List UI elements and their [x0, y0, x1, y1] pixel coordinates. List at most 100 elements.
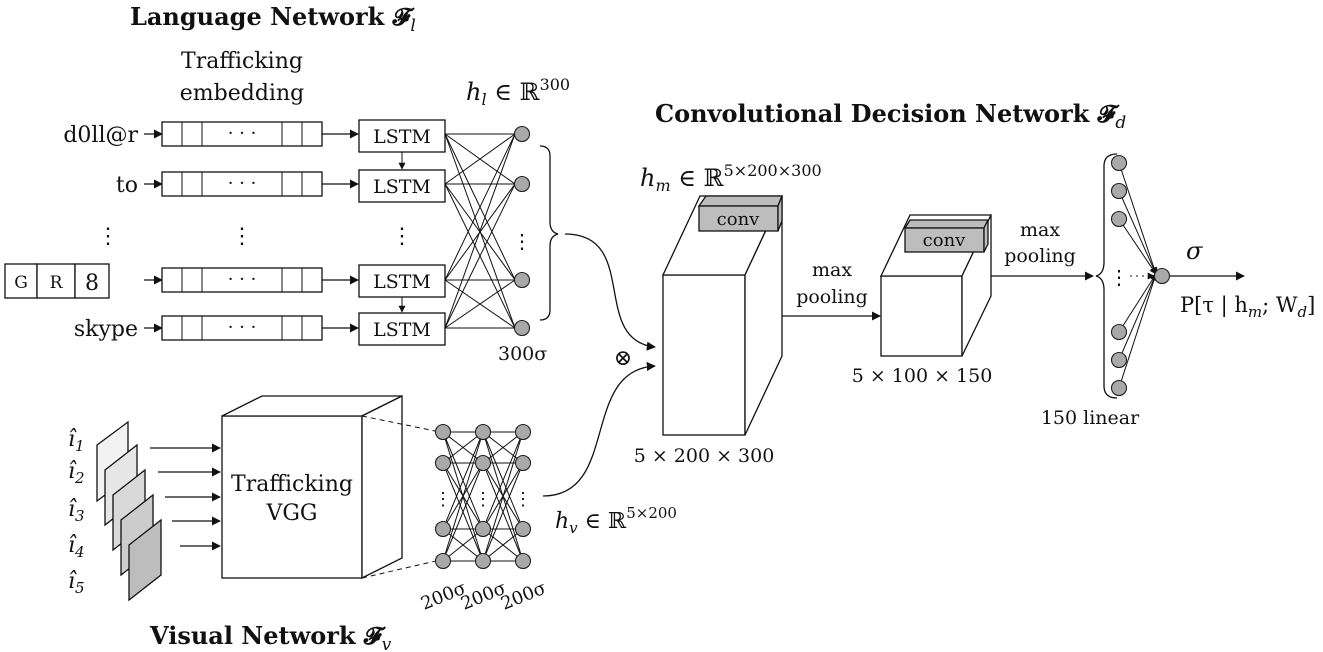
sigma-label: σ	[1186, 237, 1203, 265]
embedding-label-line1: Trafficking	[181, 49, 303, 74]
image-label-2: î2	[68, 459, 85, 487]
visual-node	[434, 520, 452, 538]
hv-label: hv ∈ ℝ5×200	[555, 504, 677, 537]
pool2-line1: max	[1020, 219, 1060, 241]
linear-label: 150 linear	[1041, 407, 1140, 429]
visual-node	[434, 454, 452, 472]
lstm-cell-1: LSTM	[358, 119, 446, 153]
vgg-projection-top	[361, 415, 441, 433]
vis-layer-label-3: 200σ	[498, 578, 549, 615]
vis-vdots-3: ⋮	[514, 489, 532, 510]
embedding-row: · · ·	[161, 171, 323, 197]
hl-nodes	[513, 125, 531, 337]
vgg-label-line1: Trafficking	[231, 472, 353, 497]
embedding-ellipsis: · · ·	[228, 269, 257, 290]
hl-node	[513, 175, 531, 193]
pool1-line1: max	[812, 259, 852, 281]
vis-vdots-2: ⋮	[474, 489, 492, 510]
visual-node	[434, 423, 452, 441]
embedding-ellipsis: · · ·	[228, 173, 257, 194]
visual-mlp-nodes	[434, 423, 532, 570]
embedding-to-lstm-arrows	[322, 129, 359, 333]
svg-text:LSTM: LSTM	[373, 176, 431, 198]
image-labels: î1 î2 î3 î4 î5	[68, 427, 85, 597]
linear-connections	[1118, 162, 1158, 389]
language-to-fusion-curve	[564, 233, 656, 351]
embedding-ellipsis: · · ·	[228, 317, 257, 338]
embedding-row: · · ·	[161, 315, 323, 341]
hm-label: hm ∈ ℝ5×200×300	[640, 161, 822, 195]
lstm-cell-2: LSTM	[358, 169, 446, 203]
svg-text:LSTM: LSTM	[373, 126, 431, 148]
glyph-token-group: G R 8	[4, 263, 110, 299]
image-label-3: î3	[68, 497, 85, 525]
conv-block-1: conv	[661, 195, 784, 436]
vgg-block: Trafficking VGG	[221, 394, 403, 580]
vgg-label-line2: VGG	[265, 501, 317, 526]
visual-node	[514, 423, 532, 441]
embedding-vdots: ⋮	[231, 224, 253, 249]
glyph-g: G	[14, 273, 28, 293]
hl-node	[513, 271, 531, 289]
visual-to-fusion-curve	[542, 361, 656, 497]
image-stack	[96, 420, 162, 602]
pool1-line2: pooling	[796, 286, 868, 308]
visual-node	[514, 454, 532, 472]
linear-node	[1110, 210, 1128, 228]
linear-node	[1110, 154, 1128, 172]
hl-brace	[539, 145, 559, 321]
linear-brace	[1095, 153, 1118, 399]
input-arrows	[144, 129, 163, 333]
image-label-5: î5	[68, 569, 85, 597]
hl-vdots: ⋮	[512, 229, 532, 253]
visual-node	[474, 423, 492, 441]
input-word-3: skype	[74, 317, 138, 342]
fusion-operator: ⊗	[614, 346, 632, 371]
block1-dims: 5 × 200 × 300	[634, 445, 775, 467]
vgg-projection-bottom	[361, 559, 441, 579]
glyph-8: 8	[85, 271, 99, 296]
glyph-r: R	[50, 273, 64, 293]
linear-vdots: ⋮	[1109, 265, 1129, 289]
visual-node	[514, 552, 532, 570]
pool2-line2: pooling	[1004, 245, 1076, 267]
input-word-1: d0ll@r	[63, 123, 138, 148]
decision-network-title: Convolutional Decision Network 𝓕d	[655, 99, 1126, 133]
visual-node	[434, 552, 452, 570]
lstm-output-connections	[444, 133, 516, 329]
embedding-row: · · ·	[161, 121, 323, 147]
embedding-label-line2: embedding	[180, 81, 304, 106]
hl-node	[513, 319, 531, 337]
image-label-4: î4	[68, 533, 85, 561]
linear-nodes	[1110, 154, 1128, 397]
svg-text:LSTM: LSTM	[373, 271, 431, 293]
visual-node	[474, 454, 492, 472]
conv-block-2: conv	[879, 214, 993, 357]
hl-node	[513, 125, 531, 143]
visual-node	[474, 552, 492, 570]
linear-node	[1110, 182, 1128, 200]
embedding-row: · · ·	[161, 267, 323, 293]
input-word-2: to	[116, 173, 138, 198]
linear-node	[1110, 323, 1128, 341]
embedding-ellipsis: · · ·	[228, 123, 257, 144]
block2-dims: 5 × 100 × 150	[852, 365, 993, 387]
language-network-title: Language Network 𝓕l	[130, 2, 416, 36]
output-probability-label: P[τ | hm; Wd]	[1180, 293, 1315, 321]
lstm-vdots: ⋮	[391, 224, 413, 249]
image-label-1: î1	[68, 427, 85, 455]
image-arrows	[150, 443, 221, 551]
input-vdots: ⋮	[97, 224, 119, 249]
conv-label-1: conv	[717, 209, 761, 230]
output-node	[1153, 267, 1171, 285]
visual-network-title: Visual Network 𝓕v	[149, 621, 392, 652]
hl-label: hl ∈ ℝ300	[466, 75, 570, 109]
embedding-rows: · · · · · · · · · · · ·	[161, 121, 323, 341]
svg-text:LSTM: LSTM	[373, 319, 431, 341]
visual-node	[514, 520, 532, 538]
conv-label-2: conv	[923, 230, 967, 251]
linear-node	[1110, 351, 1128, 369]
lstm-cell-3: LSTM	[358, 264, 446, 298]
lstm-cell-4: LSTM	[358, 312, 446, 346]
